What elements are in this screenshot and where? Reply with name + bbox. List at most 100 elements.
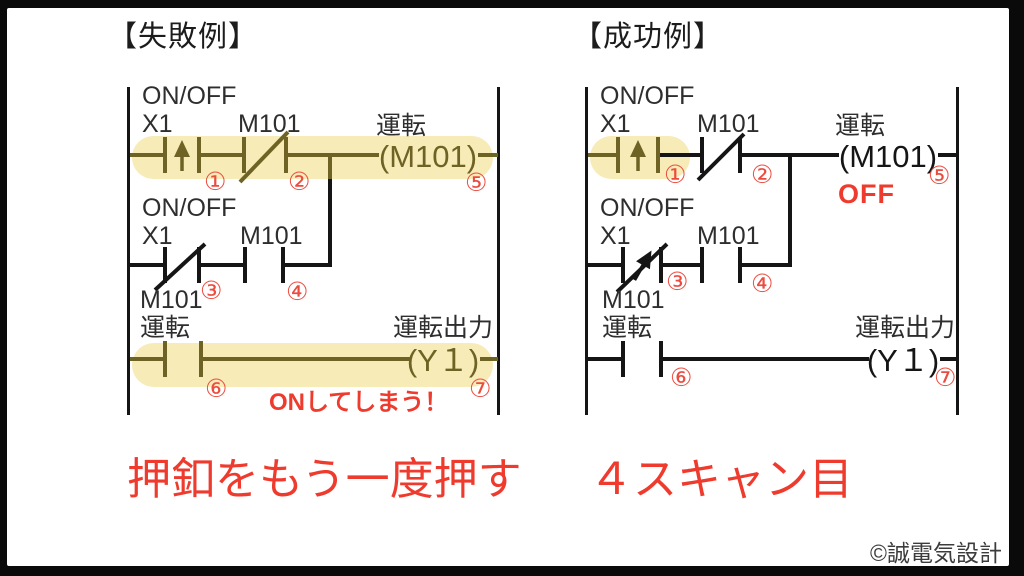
right-rail <box>956 87 959 415</box>
contact-bar <box>738 137 742 173</box>
success-example-title: 【成功例】 <box>573 21 724 53</box>
wire <box>940 357 958 361</box>
device-label: M101 <box>140 286 203 314</box>
contact-bar <box>284 137 288 173</box>
wire <box>663 263 702 267</box>
coil-comment-label: 運転出力 <box>855 314 956 342</box>
wire <box>663 357 869 361</box>
contact-bar <box>659 341 663 377</box>
circled-number-2: ② <box>288 168 311 196</box>
caption-text-2: ４スキャン目 <box>589 455 853 504</box>
comment-label: ON/OFF <box>600 194 695 222</box>
copyright-text: ©誠電気設計 <box>870 540 1002 566</box>
warning-text: ONしてしまう！ <box>269 389 449 416</box>
highlight-left-rung3 <box>132 343 493 387</box>
contact-bar <box>163 137 167 173</box>
branch-wire <box>788 155 792 267</box>
comment-label: ON/OFF <box>142 194 237 222</box>
branch-wire <box>328 153 332 179</box>
nc-slash-icon <box>696 132 746 182</box>
failure-example-title: 【失敗例】 <box>108 21 259 53</box>
wire <box>938 153 958 157</box>
contact-bar <box>700 247 704 283</box>
circled-number-4: ④ <box>286 278 309 306</box>
contact-bar <box>656 137 660 173</box>
highlight-left-rung1 <box>132 136 493 179</box>
device-label: M101 <box>697 110 760 138</box>
contact-bar <box>738 247 742 283</box>
coil-state-text: OFF <box>838 179 895 209</box>
nc-slash-icon <box>238 130 290 184</box>
branch-wire <box>328 179 332 267</box>
circled-number-5: ⑤ <box>465 169 488 197</box>
device-label: M101 <box>240 222 303 250</box>
contact-bar <box>281 247 285 283</box>
circled-number-6: ⑥ <box>670 364 693 392</box>
wire <box>588 153 618 157</box>
contact-bar <box>616 137 620 173</box>
wire <box>588 357 623 361</box>
contact-bar <box>199 341 203 377</box>
circled-number-3: ③ <box>666 268 689 296</box>
comment-label: ON/OFF <box>600 82 695 110</box>
contact-bar <box>163 341 167 377</box>
comment-label: 運転 <box>602 314 653 342</box>
wire <box>660 153 702 157</box>
wire <box>201 263 245 267</box>
wire <box>480 357 498 361</box>
nc-slash-icon <box>153 242 207 292</box>
circled-number-2: ② <box>751 161 774 189</box>
coil-comment-label: 運転 <box>376 112 427 140</box>
circled-number-7: ⑦ <box>934 364 957 392</box>
coil-m101: (M101) <box>838 139 938 174</box>
coil-comment-label: 運転出力 <box>393 314 494 342</box>
contact-bar <box>243 247 247 283</box>
coil-comment-label: 運転 <box>835 112 886 140</box>
device-label: M101 <box>697 222 760 250</box>
nc-slash-pulse-icon <box>615 242 669 294</box>
circled-number-4: ④ <box>751 270 774 298</box>
wire <box>130 263 165 267</box>
contact-bar <box>197 247 201 283</box>
device-label: M101 <box>238 110 301 138</box>
wire <box>285 263 332 267</box>
comment-label: ON/OFF <box>142 82 237 110</box>
contact-bar <box>621 247 625 283</box>
comment-label: 運転 <box>140 314 191 342</box>
left-rail <box>127 87 130 415</box>
device-label: X1 <box>600 110 631 138</box>
content-panel <box>7 8 1009 566</box>
wire <box>130 153 165 157</box>
wire <box>478 153 498 157</box>
wire <box>130 357 165 361</box>
contact-bar <box>659 247 663 283</box>
circled-number-7: ⑦ <box>469 375 492 403</box>
coil-y1: (Y１) <box>866 343 940 378</box>
rising-edge-arrow-icon <box>174 140 190 171</box>
coil-m101: (M101) <box>378 139 478 174</box>
circled-number-1: ① <box>204 168 227 196</box>
contact-bar <box>163 247 167 283</box>
left-rail <box>585 87 588 415</box>
device-label: M101 <box>602 286 665 314</box>
contact-bar <box>700 137 704 173</box>
coil-y1: (Y１) <box>406 343 480 378</box>
device-label: X1 <box>600 222 631 250</box>
circled-number-1: ① <box>664 161 687 189</box>
device-label: X1 <box>142 222 173 250</box>
rising-edge-arrow-icon <box>630 140 646 171</box>
highlight-right-contact <box>590 136 690 179</box>
contact-bar <box>621 341 625 377</box>
circled-number-3: ③ <box>200 277 223 305</box>
wire <box>588 263 623 267</box>
device-label: X1 <box>142 110 173 138</box>
wire <box>203 357 410 361</box>
wire <box>201 153 244 157</box>
wire <box>288 153 379 157</box>
contact-bar <box>197 137 201 173</box>
wire <box>742 263 792 267</box>
circled-number-5: ⑤ <box>928 162 951 190</box>
right-rail <box>497 87 500 415</box>
caption-text-1: 押釦をもう一度押す <box>127 455 522 504</box>
